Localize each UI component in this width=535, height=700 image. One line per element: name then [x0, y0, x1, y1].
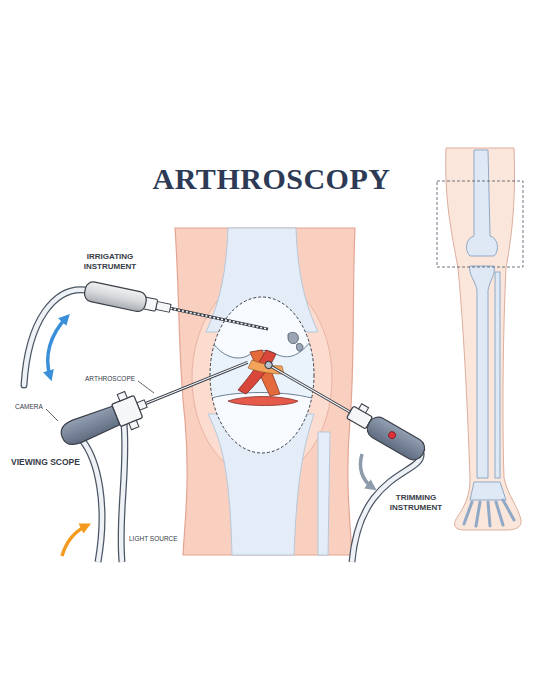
valve — [117, 392, 127, 401]
irrigator-handle — [83, 280, 148, 312]
leader-line — [46, 409, 58, 421]
zoom-box — [437, 181, 523, 267]
power-button — [387, 430, 397, 440]
part-label: CAMERA — [14, 403, 44, 411]
trimmer-shaft — [269, 365, 350, 412]
needle-thread — [170, 308, 268, 329]
scope-shaft — [142, 362, 248, 405]
camera-cable — [82, 440, 102, 562]
part-label: IRRIGATING INSTRUMENT — [64, 252, 156, 272]
valve — [359, 404, 369, 413]
leg-skin — [175, 228, 355, 555]
femur-bone — [467, 150, 498, 256]
title: ARTHROSCOPY — [4, 160, 535, 198]
trimmer-shaft — [269, 365, 350, 412]
irrigating-instrument — [83, 280, 270, 338]
irrigation-needle — [170, 308, 268, 329]
scope-shaft — [142, 362, 248, 405]
flow-arrow — [48, 318, 66, 376]
irrigation-tube — [24, 290, 86, 385]
toe-bones — [464, 500, 514, 526]
light-arrow — [62, 526, 86, 556]
part-label: LIGHT SOURCE — [128, 535, 179, 543]
cartilage-fragment — [288, 332, 298, 343]
trimmer-handle — [364, 413, 429, 463]
tibia-bone — [470, 266, 495, 478]
tarsal-bones — [470, 482, 506, 500]
light-cable — [121, 424, 125, 562]
part-label: TRIMMING INSTRUMENT — [386, 493, 446, 513]
irrigation-tube — [24, 290, 86, 385]
knee-highlight — [192, 278, 332, 478]
motion-arrow — [360, 454, 372, 487]
trimming-instrument — [260, 352, 429, 464]
part-label: ARTHROSCOPE — [84, 375, 136, 383]
light-cable — [121, 424, 125, 562]
cartilage-fragment — [296, 343, 303, 351]
leader-line — [138, 381, 154, 393]
arthroscope — [55, 345, 255, 455]
fibula-bone — [495, 272, 500, 478]
meniscus — [228, 397, 298, 406]
part-label: VIEWING SCOPE — [10, 457, 81, 468]
connector — [156, 302, 171, 313]
fibula-bone — [318, 432, 330, 555]
trimmer-tip — [264, 360, 274, 370]
camera-cable — [82, 440, 102, 562]
camera-body — [58, 404, 121, 448]
reference-leg — [446, 148, 521, 530]
valve — [129, 420, 139, 429]
